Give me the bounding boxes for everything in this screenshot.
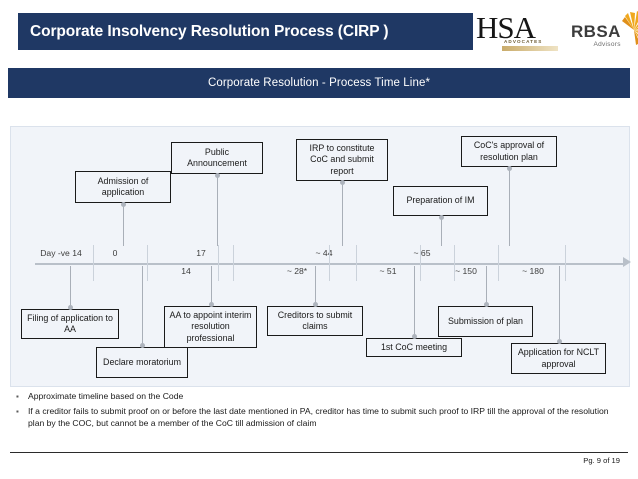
timeline-tick bbox=[420, 245, 421, 281]
hsa-logo-text: HSA bbox=[476, 10, 536, 45]
timeline-node-label: AA to appoint interim resolution profess… bbox=[169, 309, 252, 343]
timeline-connector-dot bbox=[412, 334, 418, 339]
timeline-node-box[interactable]: Declare moratorium bbox=[96, 347, 188, 378]
rbsa-logo-text: RBSA bbox=[571, 22, 621, 41]
timeline-node-label: Filing of application to AA bbox=[27, 312, 113, 335]
timeline-tick bbox=[498, 245, 499, 281]
timeline-tick-label-below: 14 bbox=[181, 266, 191, 276]
timeline-connector-dot bbox=[209, 302, 215, 307]
timeline-node-box[interactable]: AA to appoint interim resolution profess… bbox=[164, 306, 257, 348]
timeline-node-box[interactable]: Preparation of IM bbox=[393, 186, 488, 216]
timeline-node-label: Application for NCLT approval bbox=[517, 347, 600, 369]
timeline-connector-line bbox=[315, 266, 317, 306]
timeline-node-box[interactable]: Admission of application bbox=[75, 171, 171, 203]
note-text: Approximate timeline based on the Code bbox=[28, 391, 184, 401]
sunburst-icon bbox=[622, 11, 638, 45]
timeline-connector-line bbox=[123, 203, 125, 246]
timeline-axis-arrow-icon bbox=[623, 257, 631, 267]
timeline-node-box[interactable]: IRP to constitute CoC and submit report bbox=[296, 139, 388, 181]
note-item: ▪ Approximate timeline based on the Code bbox=[16, 390, 616, 404]
timeline-connector-dot bbox=[439, 215, 445, 220]
timeline-node-box[interactable]: Creditors to submit claims bbox=[267, 306, 363, 336]
timeline-connector-line bbox=[342, 181, 344, 246]
timeline-connector-line bbox=[211, 266, 213, 306]
timeline-tick bbox=[329, 245, 330, 281]
logo-group: HSA ADVOCATES RBSA Advisors bbox=[476, 10, 638, 60]
timeline-tick-label-above: ~ 65 bbox=[413, 248, 431, 258]
timeline-node-box[interactable]: Application for NCLT approval bbox=[511, 343, 606, 374]
timeline-connector-dot bbox=[557, 339, 563, 344]
timeline-node-label: CoC's approval of resolution plan bbox=[473, 140, 545, 162]
timeline-connector-line bbox=[441, 216, 443, 246]
timeline-tick bbox=[93, 245, 94, 281]
timeline-node-box[interactable]: Public Announcement bbox=[171, 142, 263, 174]
timeline-connector-dot bbox=[484, 302, 490, 307]
bullet-icon: ▪ bbox=[16, 406, 19, 416]
timeline-tick-label-below: ~ 180 bbox=[522, 266, 544, 276]
timeline-node-box[interactable]: 1st CoC meeting bbox=[366, 338, 462, 357]
page-number: Pg. 9 of 19 bbox=[583, 456, 620, 465]
timeline-tick-label-below: ~ 150 bbox=[455, 266, 477, 276]
timeline-tick bbox=[147, 245, 148, 281]
timeline-tick-label-above: Day -ve 14 bbox=[40, 248, 82, 258]
timeline-node-label: Creditors to submit claims bbox=[277, 309, 353, 332]
timeline-connector-dot bbox=[313, 302, 319, 307]
timeline-connector-dot bbox=[507, 166, 513, 171]
hsa-logo-subtext: ADVOCATES bbox=[504, 39, 543, 44]
timeline-tick bbox=[454, 245, 455, 281]
hsa-logo-bar bbox=[502, 46, 558, 51]
timeline-connector-line bbox=[559, 266, 561, 343]
timeline-node-box[interactable]: Submission of plan bbox=[438, 306, 533, 337]
page-title: Corporate Insolvency Resolution Process … bbox=[30, 22, 389, 40]
rbsa-logo: RBSA Advisors bbox=[571, 23, 621, 48]
timeline-connector-line bbox=[217, 174, 219, 246]
slide-title-bar: Corporate Insolvency Resolution Process … bbox=[18, 13, 473, 50]
timeline-panel: Day -ve 14 0 17 ~ 44 ~ 65 14 ~ 28* ~ 51 ~ 150 ~ 1… bbox=[10, 126, 631, 387]
timeline-connector-dot bbox=[68, 305, 74, 310]
timeline-node-label: Declare moratorium bbox=[103, 356, 181, 367]
timeline-tick-label-above: ~ 44 bbox=[315, 248, 333, 258]
rbsa-logo-subtext: Advisors bbox=[593, 41, 621, 48]
hsa-logo: HSA ADVOCATES bbox=[476, 10, 558, 51]
timeline-tick-label-below: ~ 28* bbox=[286, 266, 308, 276]
timeline-connector-dot bbox=[121, 202, 127, 207]
timeline-node-label: Admission of application bbox=[97, 175, 149, 198]
timeline-node-label: Public Announcement bbox=[187, 146, 247, 169]
timeline-connector-line bbox=[142, 266, 144, 347]
timeline-tick-label-above: 17 bbox=[196, 248, 206, 258]
timeline-node-box[interactable]: CoC's approval of resolution plan bbox=[461, 136, 557, 167]
timeline-axis bbox=[35, 263, 625, 265]
section-subtitle-bar: Corporate Resolution - Process Time Line… bbox=[8, 68, 630, 98]
timeline-tick-label-below: ~ 51 bbox=[379, 266, 397, 276]
section-subtitle: Corporate Resolution - Process Time Line… bbox=[207, 77, 431, 89]
timeline-connector-line bbox=[509, 167, 511, 246]
timeline-node-label: Submission of plan bbox=[448, 315, 523, 326]
timeline-tick bbox=[218, 245, 219, 281]
timeline-connector-line bbox=[414, 266, 416, 338]
timeline-connector-dot bbox=[215, 173, 221, 178]
timeline-node-label: Preparation of IM bbox=[406, 195, 475, 206]
timeline-tick-label-above: 0 bbox=[112, 248, 118, 258]
bullet-icon: ▪ bbox=[16, 392, 19, 401]
footer-divider bbox=[10, 452, 628, 453]
note-text: If a creditor fails to submit proof on o… bbox=[28, 405, 609, 429]
timeline-tick bbox=[356, 245, 357, 281]
notes-list: ▪ Approximate timeline based on the Code… bbox=[16, 390, 616, 431]
timeline-connector-dot bbox=[340, 180, 346, 185]
timeline-connector-line bbox=[486, 266, 488, 306]
timeline-tick bbox=[565, 245, 566, 281]
timeline-connector-dot bbox=[140, 343, 146, 348]
timeline-connector-line bbox=[70, 266, 72, 309]
timeline-node-box[interactable]: Filing of application to AA bbox=[21, 309, 119, 339]
timeline-node-label: 1st CoC meeting bbox=[380, 341, 448, 352]
note-item: ▪ If a creditor fails to submit proof on… bbox=[16, 405, 616, 430]
timeline-tick bbox=[233, 245, 234, 281]
timeline-node-label: IRP to constitute CoC and submit report bbox=[309, 142, 375, 176]
